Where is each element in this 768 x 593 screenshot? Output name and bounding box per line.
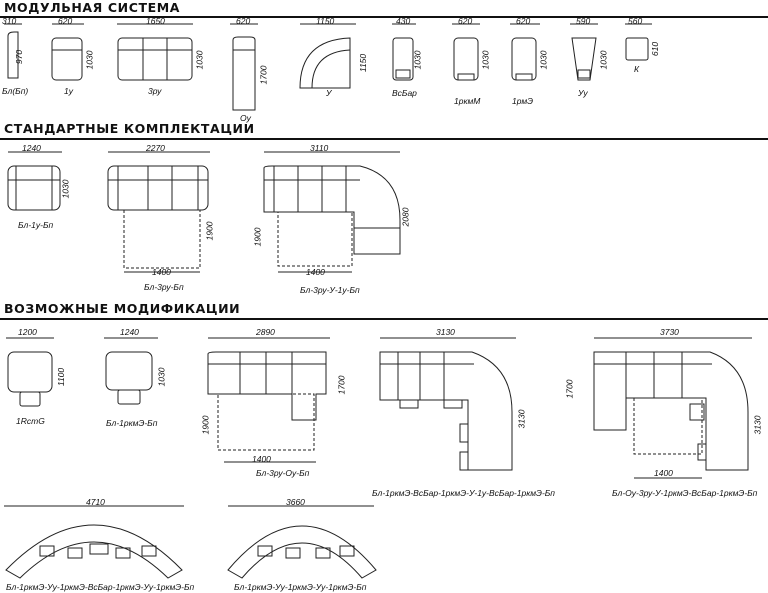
module-height: 1700 <box>258 65 269 85</box>
mod-name: Бл-1ркмЭ-Уу-1ркмЭ-Уу-1ркмЭ-Бп <box>234 582 367 592</box>
module-height: 1030 <box>412 50 423 70</box>
module-name: 1у <box>64 86 73 96</box>
mod-name: Бл-3ру-Оу-Бп <box>256 468 310 478</box>
standard-name: Бл-3ру-У-1у-Бп <box>300 285 360 295</box>
mod-width: 3660 <box>286 497 305 507</box>
module-height: 1030 <box>480 50 491 70</box>
mod-2-shape <box>104 337 158 405</box>
module-uu-shape <box>570 23 598 81</box>
standard-name: Бл-1у-Бп <box>18 220 54 230</box>
module-vsbar-shape <box>392 23 416 81</box>
standard-width: 1240 <box>22 143 41 153</box>
standard-name: Бл-3ру-Бп <box>144 282 184 292</box>
module-width: 620 <box>58 16 73 26</box>
module-height: 970 <box>14 49 25 65</box>
mod-width: 3730 <box>660 327 679 337</box>
module-1rkmm-shape <box>452 23 480 81</box>
module-name: 1ркмМ <box>454 96 481 106</box>
module-width: 1650 <box>146 16 165 26</box>
mod-height: 3130 <box>516 409 527 429</box>
module-name: 3ру <box>148 86 162 96</box>
standard-width: 3110 <box>310 143 329 153</box>
module-width: 1150 <box>316 16 335 26</box>
section-divider-mods <box>0 318 768 320</box>
module-1rme-shape <box>510 23 540 81</box>
section-divider-standard <box>0 138 768 140</box>
mod-width: 3130 <box>436 327 455 337</box>
section-title-mods: ВОЗМОЖНЫЕ МОДИФИКАЦИИ <box>4 301 241 316</box>
mod-height-2: 3130 <box>752 415 763 435</box>
module-name: ВсБар <box>392 88 417 98</box>
module-name: Оу <box>240 113 251 123</box>
mod-width: 4710 <box>86 497 105 507</box>
section-divider-modular <box>0 16 768 18</box>
standard-depth: 1400 <box>152 267 171 277</box>
mod-width: 1240 <box>120 327 139 337</box>
module-3ru-shape <box>117 23 193 81</box>
module-width: 310 <box>2 16 17 26</box>
mod-5-shape <box>593 337 752 479</box>
mod-height: 1700 <box>564 379 575 399</box>
module-u-shape <box>299 23 356 89</box>
standard-width: 2270 <box>146 143 165 153</box>
module-bl-shape <box>4 23 22 79</box>
module-height: 1030 <box>538 50 549 70</box>
module-1u-shape <box>51 23 84 81</box>
mod-4-shape <box>379 337 516 471</box>
mod-name: Бл-1ркмЭ-Бп <box>106 418 158 428</box>
mod-width: 2890 <box>256 327 275 337</box>
module-width: 620 <box>458 16 473 26</box>
standard-2-shape <box>107 151 210 273</box>
module-k-shape <box>625 23 652 61</box>
module-height: 1030 <box>84 50 95 70</box>
mod-1-shape <box>6 337 54 407</box>
mod-width: 1200 <box>18 327 37 337</box>
mod-height-2: 1700 <box>336 375 347 395</box>
module-ou-shape <box>230 23 258 111</box>
module-height: 1030 <box>598 50 609 70</box>
standard-height-2: 2080 <box>400 207 411 227</box>
mod-name: Бл-1ркмЭ-Уу-1ркмЭ-ВсБар-1ркмЭ-Уу-1ркмЭ-Б… <box>6 582 195 592</box>
module-name: У <box>326 88 332 98</box>
standard-depth: 1400 <box>306 267 325 277</box>
module-height: 1030 <box>194 50 205 70</box>
mod-name: 1RcmG <box>16 416 45 426</box>
mod-height: 1900 <box>200 415 211 435</box>
module-name: Уу <box>578 88 588 98</box>
standard-height: 1900 <box>252 227 263 247</box>
mod-7-shape <box>227 505 377 579</box>
mod-name: Бл-1ркмЭ-ВсБар-1ркмЭ-У-1у-ВсБар-1ркмЭ-Бп <box>372 488 555 498</box>
standard-height: 1900 <box>204 221 215 241</box>
standard-1-shape <box>7 151 62 211</box>
module-height: 610 <box>650 41 661 57</box>
mod-height: 1100 <box>56 367 67 387</box>
module-width: 620 <box>236 16 251 26</box>
standard-3-shape <box>263 151 401 273</box>
module-width: 560 <box>628 16 643 26</box>
mod-depth: 1400 <box>654 468 673 478</box>
mod-height: 1030 <box>156 367 167 387</box>
module-name: Бл(Бп) <box>2 86 29 96</box>
section-title-standard: СТАНДАРТНЫЕ КОМПЛЕКТАЦИИ <box>4 121 255 136</box>
mod-6-shape <box>4 505 184 579</box>
mod-depth: 1400 <box>252 454 271 464</box>
module-name: 1рмЭ <box>512 96 534 106</box>
mod-3-shape <box>207 337 330 463</box>
module-width: 590 <box>576 16 591 26</box>
module-width: 620 <box>516 16 531 26</box>
module-name: К <box>634 64 640 74</box>
mod-name: Бл-Оу-3ру-У-1ркмЭ-ВсБар-1ркмЭ-Бп <box>612 488 758 498</box>
section-title-modular: МОДУЛЬНАЯ СИСТЕМА <box>4 0 181 15</box>
module-height: 1150 <box>358 53 369 73</box>
module-width: 430 <box>396 16 411 26</box>
standard-height: 1030 <box>60 179 71 199</box>
